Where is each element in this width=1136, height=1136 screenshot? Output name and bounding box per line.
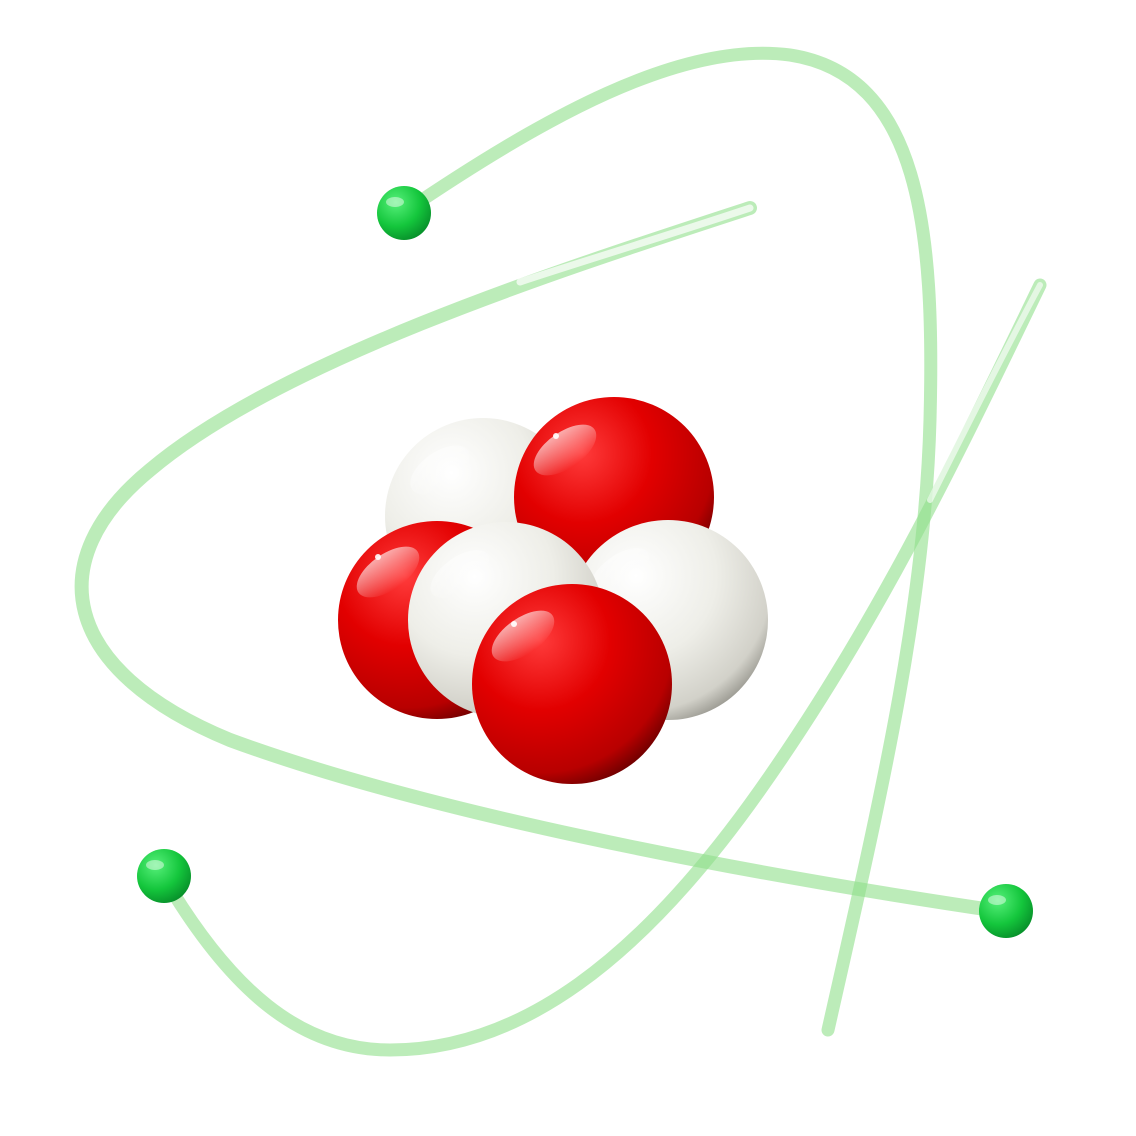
nucleus [338,397,768,784]
proton [472,584,672,784]
electron-right [979,884,1033,938]
orbit-3 [156,278,1047,1057]
orbit-2 [74,201,1012,919]
orbit-1 [397,46,938,1037]
electron-bottom-left [137,849,191,903]
electron-top-left [377,186,431,240]
